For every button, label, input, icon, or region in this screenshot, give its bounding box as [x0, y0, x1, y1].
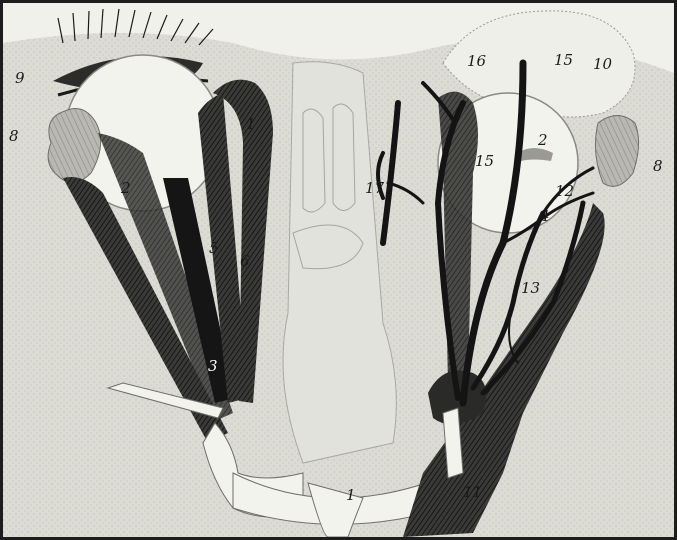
label-4: 4: [539, 207, 550, 225]
label-15-mid: 15: [475, 152, 494, 170]
label-17: 17: [365, 179, 385, 197]
label-10: 10: [593, 55, 613, 73]
label-2-right: 2: [537, 131, 548, 149]
label-3: 3: [208, 357, 218, 375]
eye-orbit-anatomy-engraving: 9 8 2 5 6 1 3 1 17 16 15 10 15 2 12 4 13…: [3, 3, 674, 537]
label-11: 11: [463, 483, 482, 501]
label-8-left: 8: [9, 127, 19, 145]
label-2-left: 2: [120, 179, 131, 197]
label-15-top: 15: [554, 51, 573, 69]
label-5: 5: [209, 239, 219, 257]
label-12: 12: [555, 182, 574, 200]
label-1-top: 1: [246, 115, 256, 133]
label-1-bottom: 1: [346, 486, 356, 504]
label-9: 9: [15, 69, 25, 87]
label-13: 13: [521, 279, 540, 297]
label-16: 16: [467, 52, 487, 70]
label-8-right: 8: [653, 157, 663, 175]
label-6: 6: [240, 252, 250, 270]
